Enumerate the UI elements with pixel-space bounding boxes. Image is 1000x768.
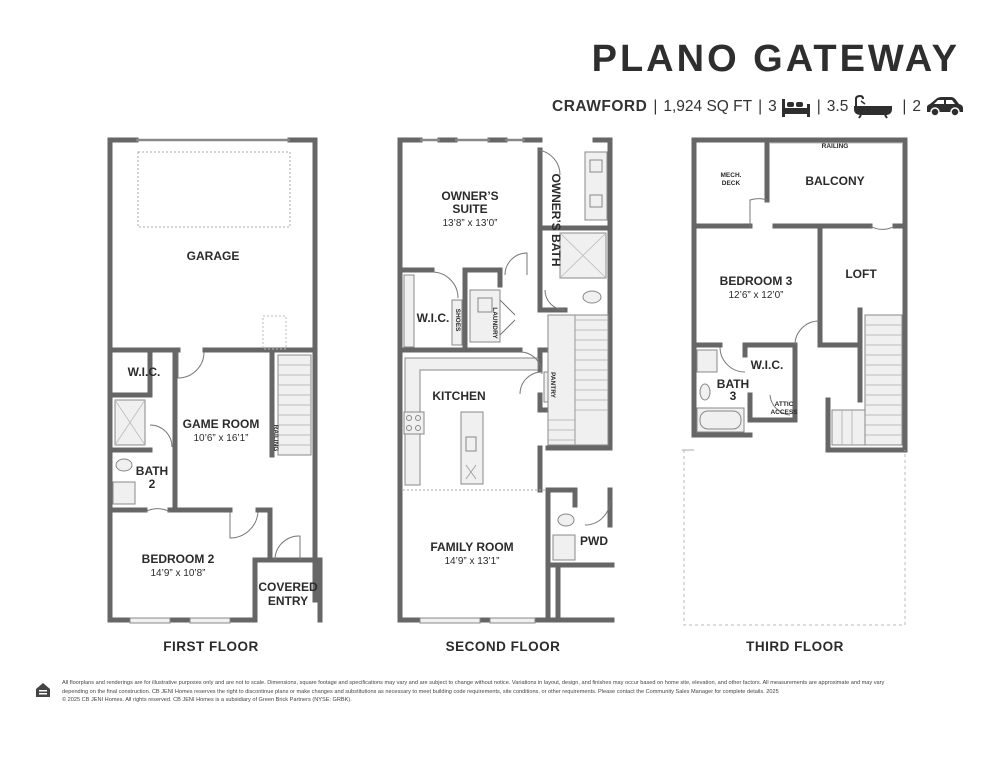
room-label-bath-2: BATH xyxy=(136,464,168,478)
disclaimer-line-2: depending on the final construction. CB … xyxy=(62,688,779,695)
room-label-mech-deck-2: DECK xyxy=(722,180,741,187)
disclaimer-line-3: © 2025 CB JENI Homes. All rights reserve… xyxy=(62,697,352,704)
floor-label-second: SECOND FLOOR xyxy=(446,639,561,654)
room-label-family-room: FAMILY ROOM xyxy=(430,540,513,554)
laundry-label: LAUNDRY xyxy=(491,307,498,339)
equal-housing-icon xyxy=(36,683,50,697)
room-label-kitchen: KITCHEN xyxy=(432,389,485,403)
room-label-pwd: PWD xyxy=(580,534,608,548)
room-label-owners-suite-2: SUITE xyxy=(452,202,487,216)
car-icon xyxy=(927,97,963,117)
plan-summary: CRAWFORD | 1,924 SQ FT | 3 | 3.5 | 2 xyxy=(552,94,965,120)
bed-icon xyxy=(781,99,810,117)
pantry-label: PANTRY xyxy=(549,372,556,399)
bathtub-icon xyxy=(854,95,893,119)
room-label-garage: GARAGE xyxy=(187,249,240,263)
railing-label: RAILING xyxy=(822,143,849,150)
third-floor-plan: MECH. DECK BALCONY RAILING BEDROOM 3 12’… xyxy=(682,137,908,654)
first-floor-plan: GARAGE W.I.C. GAME ROOM 10’6” x 16’1” RA… xyxy=(107,137,323,654)
community-title: PLANO GATEWAY xyxy=(591,38,960,80)
room-dim-bedroom-3: 12’6” x 12’0” xyxy=(728,290,783,301)
room-label-game-room: GAME ROOM xyxy=(183,417,260,431)
room-label-bath-2-number: 2 xyxy=(149,477,156,491)
room-label-mech-deck: MECH. xyxy=(721,172,742,179)
legal-disclaimer: All floorplans and renderings are for il… xyxy=(62,679,970,705)
floor-label-third: THIRD FLOOR xyxy=(746,639,844,654)
square-footage: 1,924 SQ FT xyxy=(663,98,753,115)
bath-count: 3.5 xyxy=(826,98,849,115)
room-dim-owners-suite: 13’8” x 13’0” xyxy=(442,218,497,229)
railing-label: RAILING xyxy=(272,425,279,452)
room-label-bath-3: BATH xyxy=(717,377,749,391)
shoes-label: SHOES xyxy=(454,309,461,332)
room-label-balcony: BALCONY xyxy=(805,174,864,188)
room-dim-bedroom-2: 14’9” x 10’8” xyxy=(150,568,205,579)
separator: | xyxy=(902,98,907,115)
second-floor-plan: OWNER’S SUITE 13’8” x 13’0” OWNER’S BATH… xyxy=(397,137,615,654)
room-label-owners-suite: OWNER’S xyxy=(441,189,498,203)
separator: | xyxy=(816,98,821,115)
room-dim-game-room: 10’6” x 16’1” xyxy=(193,433,248,444)
plan-name: CRAWFORD xyxy=(552,98,648,115)
separator: | xyxy=(653,98,658,115)
separator: | xyxy=(758,98,763,115)
room-label-covered-entry: COVERED xyxy=(258,580,318,594)
room-label-bedroom-2: BEDROOM 2 xyxy=(142,552,215,566)
attic-access-label: ATTIC xyxy=(775,401,794,408)
attic-access-label-2: ACCESS xyxy=(770,409,798,416)
bed-count: 3 xyxy=(768,98,777,115)
room-label-loft: LOFT xyxy=(845,267,877,281)
room-label-wic: W.I.C. xyxy=(128,365,161,379)
room-label-bedroom-3: BEDROOM 3 xyxy=(720,274,793,288)
room-label-bath-3-number: 3 xyxy=(730,389,737,403)
room-label-wic: W.I.C. xyxy=(417,311,450,325)
floor-label-first: FIRST FLOOR xyxy=(163,639,259,654)
garage-count: 2 xyxy=(912,98,921,115)
disclaimer-line-1: All floorplans and renderings are for il… xyxy=(62,680,885,686)
room-label-owners-bath: OWNER’S BATH xyxy=(549,173,563,266)
room-dim-family-room: 14’9” x 13’1” xyxy=(444,556,499,567)
room-label-wic: W.I.C. xyxy=(751,358,784,372)
room-label-covered-entry-2: ENTRY xyxy=(268,594,308,608)
